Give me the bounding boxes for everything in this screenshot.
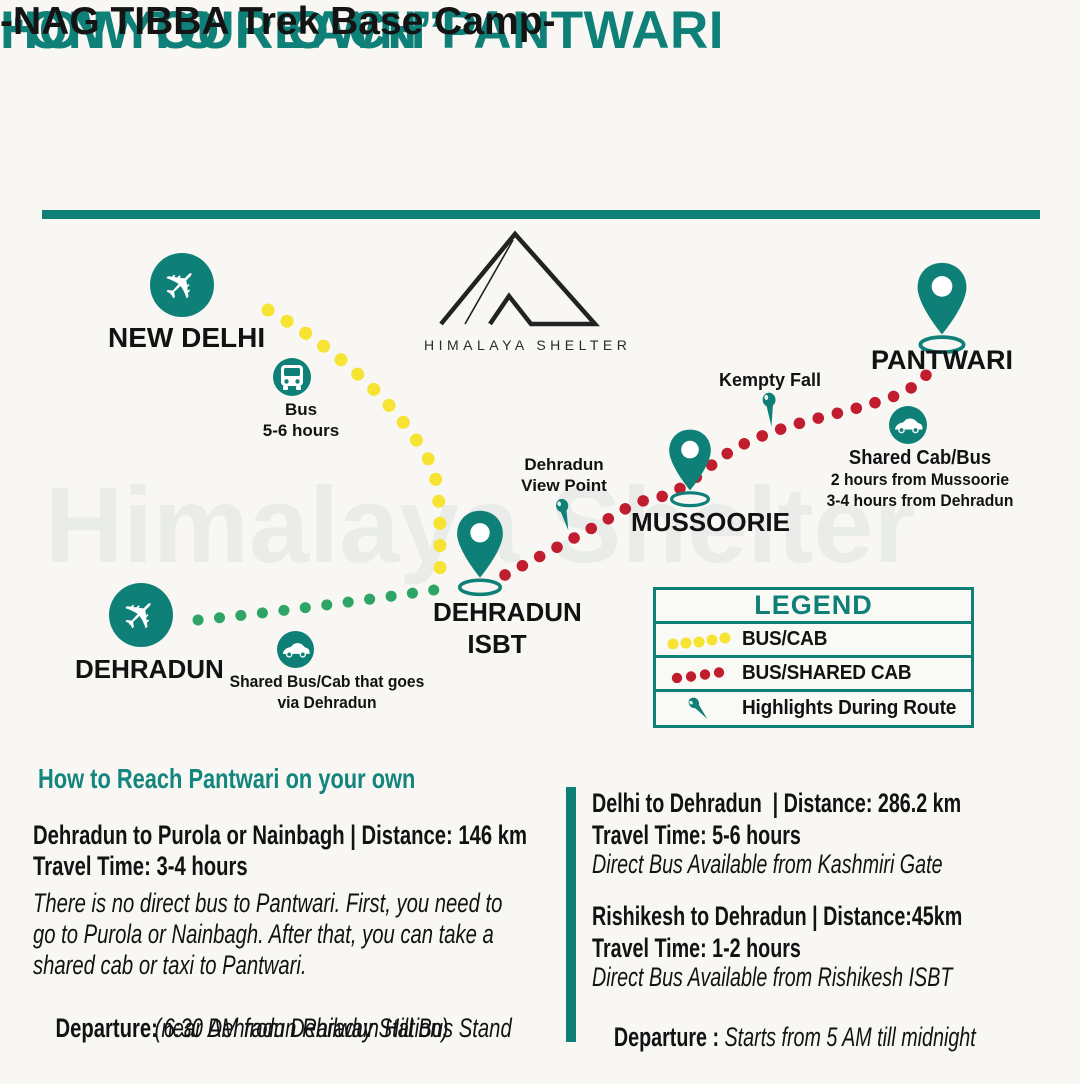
departure-line: Departure: 6:30 AM from Dehradun Hill Bu…	[33, 982, 512, 1075]
departure-line2: (near Dehradun Railway Station)	[154, 1013, 449, 1043]
yellow-dotted-route-icon	[656, 631, 742, 649]
view-point-pin-icon	[556, 498, 569, 531]
logo-text: HIMALAYA SHELTER	[424, 337, 632, 353]
departure-label: Departure:	[55, 1013, 158, 1043]
airplane-icon: ✈	[111, 585, 170, 644]
red-dotted-route-icon	[656, 665, 742, 683]
view-point-label: Dehradun View Point	[505, 455, 623, 496]
note-paragraph-line: shared cab or taxi to Pantwari.	[33, 950, 307, 980]
dehradun-isbt-label-line1: DEHRADUN	[433, 597, 582, 627]
departure-label: Departure :	[613, 1022, 725, 1052]
dehradun-isbt-label-line2: ISBT	[467, 629, 527, 659]
route-distance-line: Rishikesh to Dehradun | Distance:45km	[592, 901, 963, 931]
highlight-pin-icon	[656, 695, 742, 723]
legend-box: LEGEND BUS/CAB BUS/SHARED CAB	[653, 587, 974, 728]
bus-note-line2: 5-6 hours	[262, 420, 340, 440]
travel-time-line: Travel Time: 5-6 hours	[592, 820, 801, 850]
page-title-line1: HOW TO REACH PANTWARI	[0, 1, 725, 60]
legend-title: LEGEND	[656, 590, 971, 624]
departure-text: 6:30 AM from Dehradun Hill Bus Stand	[157, 1013, 512, 1043]
new-delhi-marker: ✈	[150, 253, 214, 317]
shared-cab-note-line3: 3-4 hours from Dehradun	[826, 491, 1014, 511]
view-point-label-line1: Dehradun	[524, 455, 604, 474]
page-title-line2: “ON YOUR OWN”	[0, 1, 444, 60]
new-delhi-label: NEW DELHI	[108, 322, 266, 353]
legend-label: Highlights During Route	[742, 697, 957, 719]
car-icon	[282, 643, 310, 658]
mussoorie-label: MUSSOORIE	[631, 507, 790, 537]
mussoorie-pin-icon	[669, 429, 711, 508]
route-isbt-to-pantwari	[499, 358, 940, 581]
departure-text: Starts from 5 AM till midnight	[724, 1022, 976, 1052]
header-divider-line	[42, 210, 1040, 219]
legend-row-bus-cab: BUS/CAB	[656, 624, 971, 658]
bus-travel-note: Bus 5-6 hours	[241, 400, 361, 441]
pantwari-pin-icon	[917, 262, 967, 355]
route-distance-line: Delhi to Dehradun | Distance: 286.2 km	[592, 788, 962, 818]
legend-label: BUS/SHARED CAB	[742, 662, 912, 684]
route-delhi-to-dehradun-isbt	[261, 303, 447, 583]
dehradun-marker: ✈	[109, 583, 173, 647]
bus-marker	[273, 358, 311, 396]
dehradun-car-note-line1: Shared Bus/Cab that goes	[229, 672, 425, 691]
page-subtitle: -NAG TIBBA Trek Base Camp-	[0, 0, 556, 43]
bus-icon	[281, 365, 303, 390]
route-distance-line: Dehradun to Purola or Nainbagh | Distanc…	[33, 820, 528, 850]
footer-left-column: Dehradun to Purola or Nainbagh | Distanc…	[33, 820, 551, 1060]
shared-cab-note: Shared Cab/Bus 2 hours from Mussoorie 3-…	[826, 446, 1014, 512]
shared-cab-note-line2: 2 hours from Mussoorie	[830, 470, 1010, 490]
footer-right-column: Delhi to Dehradun | Distance: 286.2 km T…	[592, 788, 1045, 1052]
shared-cab-note-line1: Shared Cab/Bus	[848, 447, 992, 469]
shared-cab-marker	[889, 406, 927, 444]
travel-time-line: Travel Time: 1-2 hours	[592, 933, 801, 963]
note-line: Direct Bus Available from Rishikesh ISBT	[592, 962, 953, 992]
airplane-icon: ✈	[152, 255, 211, 314]
view-point-label-line2: View Point	[521, 475, 607, 495]
car-icon	[895, 418, 923, 434]
legend-row-bus-shared-cab: BUS/SHARED CAB	[656, 658, 971, 692]
kempty-fall-label: Kempty Fall	[718, 370, 822, 390]
dehradun-label: DEHRADUN	[75, 654, 224, 684]
travel-time-line: Travel Time: 3-4 hours	[33, 851, 248, 881]
footer-heading: How to Reach Pantwari on your own	[38, 763, 416, 794]
bus-note-line1: Bus	[284, 400, 318, 419]
dehradun-car-note: Shared Bus/Cab that goes via Dehradun	[229, 672, 425, 713]
note-paragraph-line: go to Purola or Nainbagh. After that, yo…	[33, 919, 494, 949]
mountain-logo-icon	[439, 230, 601, 327]
himalaya-shelter-logo: HIMALAYA SHELTER	[424, 228, 632, 353]
note-paragraph-line: There is no direct bus to Pantwari. Firs…	[33, 888, 503, 918]
legend-label: BUS/CAB	[742, 628, 828, 650]
pantwari-label: PANTWARI	[871, 345, 1013, 375]
kempty-fall-pin-icon	[762, 392, 776, 427]
legend-row-highlights: Highlights During Route	[656, 692, 971, 725]
dehradun-car-marker	[277, 631, 314, 668]
note-line: Direct Bus Available from Kashmiri Gate	[592, 849, 943, 879]
route-dehradun-to-isbt	[192, 584, 440, 626]
footer-column-divider	[566, 787, 576, 1042]
dehradun-car-note-line2: via Dehradun	[277, 692, 377, 712]
departure-line: Departure : Starts from 5 AM till midnig…	[592, 991, 976, 1084]
dehradun-isbt-pin-icon	[457, 510, 503, 597]
